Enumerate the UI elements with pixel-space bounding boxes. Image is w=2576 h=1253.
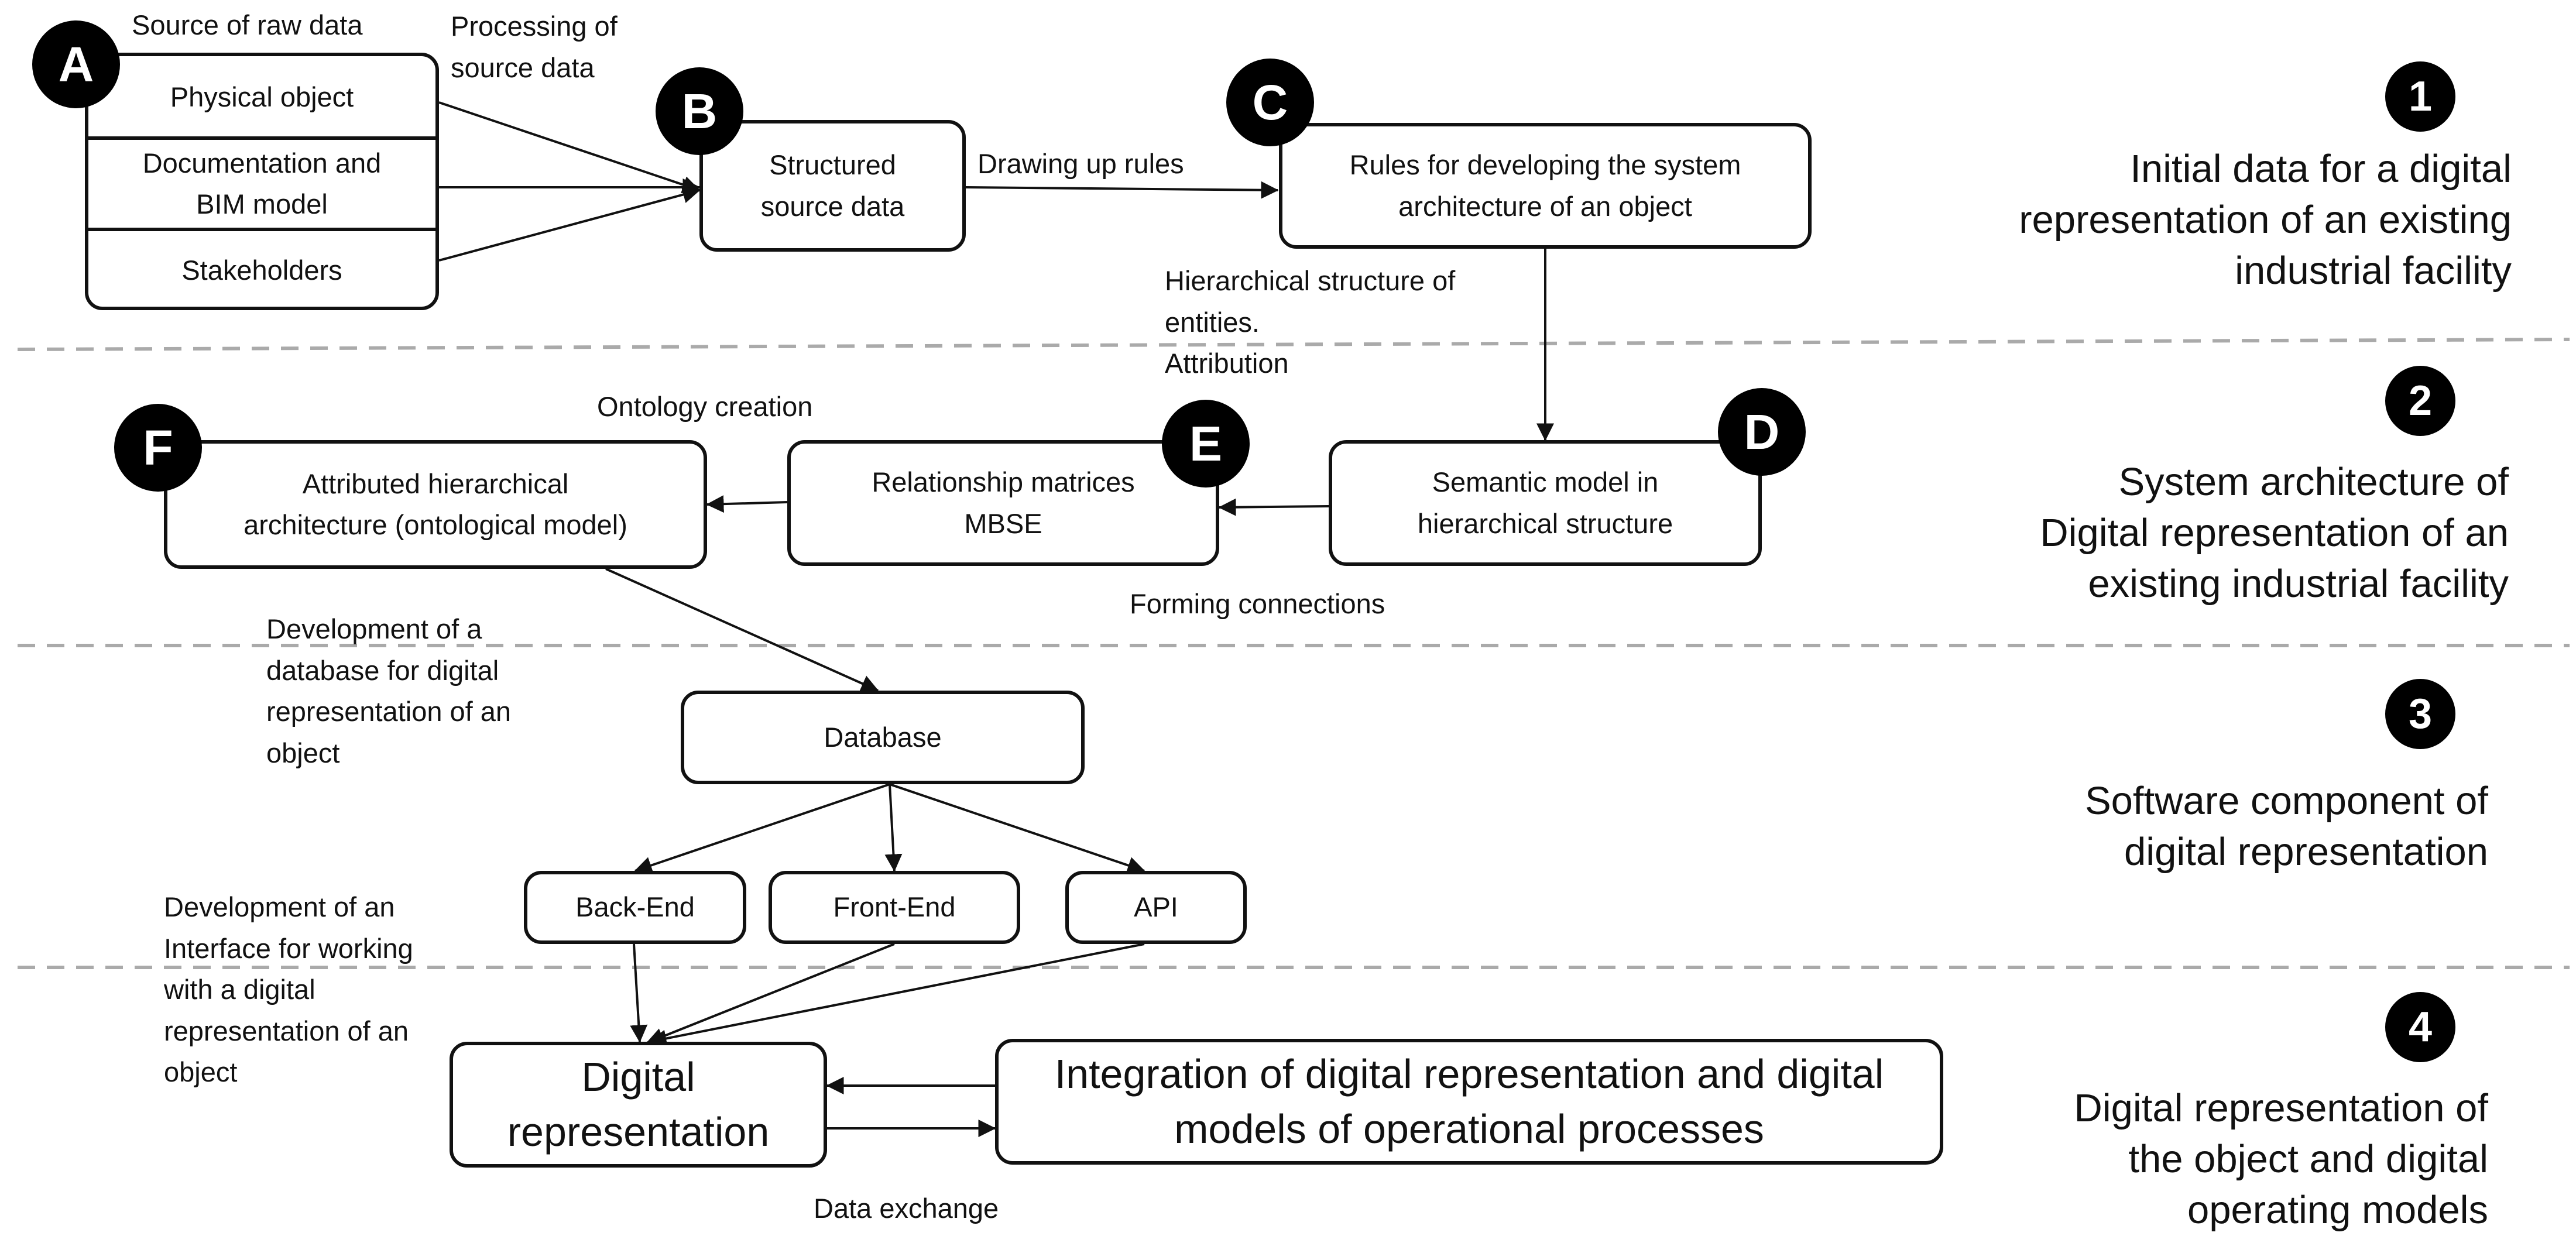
badge-e: E [1162, 400, 1250, 488]
edge-database-to-backend [634, 783, 890, 874]
stage-number-3: 3 [2385, 679, 2455, 749]
label-hierarchical-structure: Hierarchical structure of entities. Attr… [1165, 265, 1456, 379]
edge-physical-to-structured [438, 101, 701, 194]
edge-stakeholders-to-structured [438, 186, 701, 262]
edge-matrices-to-attributed [706, 495, 788, 513]
source-stakeholders[interactable]: Stakeholders [181, 255, 342, 286]
node-database[interactable]: Database [681, 691, 1085, 784]
stage-number-1: 1 [2385, 61, 2455, 132]
node-back-end[interactable]: Back-End [524, 871, 746, 944]
edge-attributed-to-database [605, 568, 879, 692]
badge-c: C [1226, 59, 1314, 146]
node-rules-system-architecture[interactable]: Rules for developing the system architec… [1279, 123, 1812, 249]
source-documentation-bim[interactable]: Documentation and BIM model [142, 147, 382, 220]
badge-a: A [32, 20, 120, 108]
label-data-exchange: Data exchange [814, 1193, 999, 1224]
node-api[interactable]: API [1065, 871, 1247, 944]
stage-number-2: 2 [2385, 366, 2455, 436]
stage-title-4: Digital representation of the object and… [2074, 1086, 2488, 1233]
source-divider [88, 228, 435, 231]
stage-number-4: 4 [2385, 992, 2455, 1062]
badge-f: F [114, 404, 202, 492]
node-digital-representation[interactable]: Digital representation [450, 1042, 827, 1168]
node-relationship-matrices[interactable]: Relationship matrices MBSE [787, 440, 1219, 566]
node-structured-source-data[interactable]: Structured source data [699, 120, 966, 252]
label-ontology-creation: Ontology creation [597, 391, 813, 422]
label-forming-connections: Forming connections [1130, 588, 1385, 619]
edge-frontend-to-digital [646, 943, 895, 1045]
node-integration-operational-models[interactable]: Integration of digital representation an… [995, 1039, 1943, 1165]
edge-database-to-frontend [884, 784, 903, 872]
edge-api-to-digital [649, 943, 1145, 1048]
node-front-end[interactable]: Front-End [769, 871, 1020, 944]
label-database-development: Development of a database for digital re… [266, 613, 512, 768]
source-divider [88, 136, 435, 140]
stage-title-2: System architecture of Digital represent… [2040, 460, 2509, 606]
node-attributed-hierarchical-architecture[interactable]: Attributed hierarchical architecture (on… [164, 440, 707, 569]
source-physical-object[interactable]: Physical object [170, 81, 354, 112]
stage-separator [17, 338, 2570, 351]
edge-database-to-api [889, 783, 1145, 874]
stage-title-1: Initial data for a digital representatio… [2019, 147, 2512, 293]
node-semantic-model[interactable]: Semantic model in hierarchical structure [1329, 440, 1762, 566]
stage-title-3: Software component of digital representa… [2084, 779, 2488, 874]
badge-d: D [1718, 388, 1806, 476]
label-interface-development: Development of an Interface for working … [164, 891, 413, 1087]
label-processing-of-source-data: Processing of source data [451, 11, 618, 83]
label-drawing-up-rules: Drawing up rules [977, 148, 1184, 179]
badge-b: B [656, 67, 743, 155]
edge-semantic-to-matrices [1218, 498, 1329, 516]
edge-structured-to-rules [965, 181, 1279, 199]
label-source-of-raw-data: Source of raw data [132, 9, 363, 40]
edge-backend-to-digital [630, 943, 648, 1043]
raw-data-sources: Physical object Documentation and BIM mo… [85, 53, 439, 310]
